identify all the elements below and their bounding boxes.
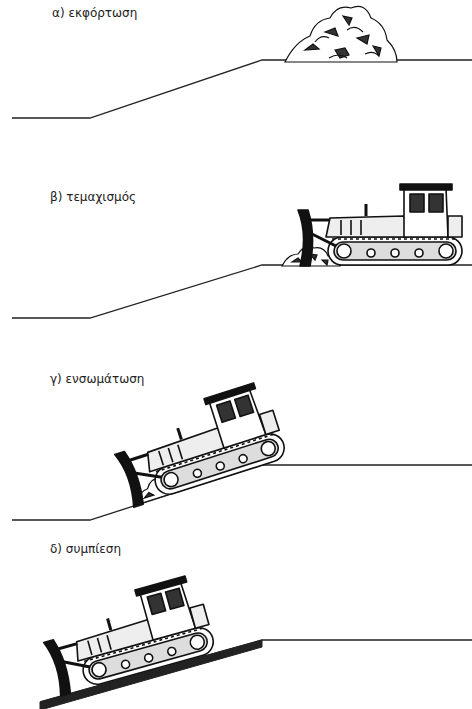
step-label: δ) συμπίεση (50, 542, 121, 556)
step-label: β) τεμαχισμός (50, 190, 136, 204)
step-label: α) εκφόρτωση (52, 6, 137, 20)
step-label: γ) ενσωμάτωση (50, 372, 144, 386)
